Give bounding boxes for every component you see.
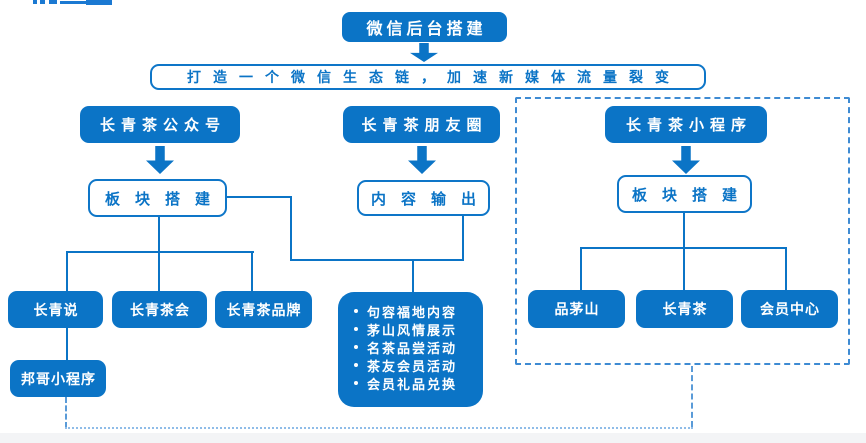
list-item: 茶友会员活动 (354, 356, 483, 374)
node-changqing-tea-brand: 长青茶品牌 (215, 291, 312, 328)
connector-line (462, 216, 464, 261)
node-wechat-backend-root: 微信后台搭建 (342, 12, 507, 42)
list-item: 名茶品尝活动 (354, 338, 483, 356)
bullet-dot-icon (354, 327, 358, 331)
bullet-label: 句容福地内容 (367, 304, 458, 320)
connector-line (683, 213, 685, 290)
connector-line (412, 259, 414, 293)
down-arrow-icon (408, 146, 436, 174)
list-item: 会员礼品兑换 (354, 374, 483, 392)
dashed-region-miniprogram (515, 97, 850, 365)
node-changqingshuo: 长青说 (8, 291, 103, 328)
node-miniprogram: 长青茶小程序 (605, 106, 767, 143)
bullet-dot-icon (354, 309, 358, 313)
down-arrow-icon (410, 43, 438, 62)
list-item: 句容福地内容 (354, 302, 483, 320)
connector-line (290, 259, 464, 261)
bottom-page-edge (0, 433, 866, 443)
connector-line (226, 196, 292, 198)
connector-line (251, 251, 253, 291)
dotted-connector-horizontal (65, 427, 693, 429)
node-changqing-tea-club: 长青茶会 (112, 291, 207, 328)
node-pin-maoshan: 品茅山 (528, 290, 625, 328)
connector-line (158, 217, 160, 291)
connector-line (66, 251, 68, 291)
node-module-setup-right: 板块搭建 (617, 175, 752, 213)
node-member-center: 会员中心 (741, 290, 838, 328)
connector-line (66, 328, 68, 361)
node-moments: 长青茶朋友圈 (343, 106, 500, 143)
bullet-label: 茅山风情展示 (367, 322, 458, 338)
connector-line (66, 251, 254, 253)
connector-line (785, 247, 787, 290)
node-changqing-tea: 长青茶 (636, 290, 733, 328)
connector-line (290, 196, 292, 261)
connector-line (580, 247, 787, 249)
bullet-dot-icon (354, 345, 358, 349)
node-content-list: 句容福地内容 茅山风情展示 名茶品尝活动 茶友会员活动 会员礼品兑换 (338, 292, 483, 407)
bullet-label: 名茶品尝活动 (367, 340, 458, 356)
dotted-connector-vertical (65, 397, 67, 428)
bullet-label: 茶友会员活动 (367, 358, 458, 374)
dotted-connector-vertical (691, 366, 693, 427)
bullet-dot-icon (354, 363, 358, 367)
bullet-dot-icon (354, 381, 358, 385)
connector-line (580, 247, 582, 290)
list-item: 茅山风情展示 (354, 320, 483, 338)
down-arrow-icon (146, 146, 174, 174)
node-official-account: 长青茶公众号 (80, 106, 240, 143)
node-tagline: 打造一个微信生态链，加速新媒体流量裂变 (150, 64, 706, 90)
node-banggo-miniprogram: 邦哥小程序 (10, 360, 106, 397)
node-module-setup-left: 板块搭建 (88, 179, 227, 217)
bullet-label: 会员礼品兑换 (367, 376, 458, 392)
node-content-output: 内容输出 (357, 180, 490, 216)
